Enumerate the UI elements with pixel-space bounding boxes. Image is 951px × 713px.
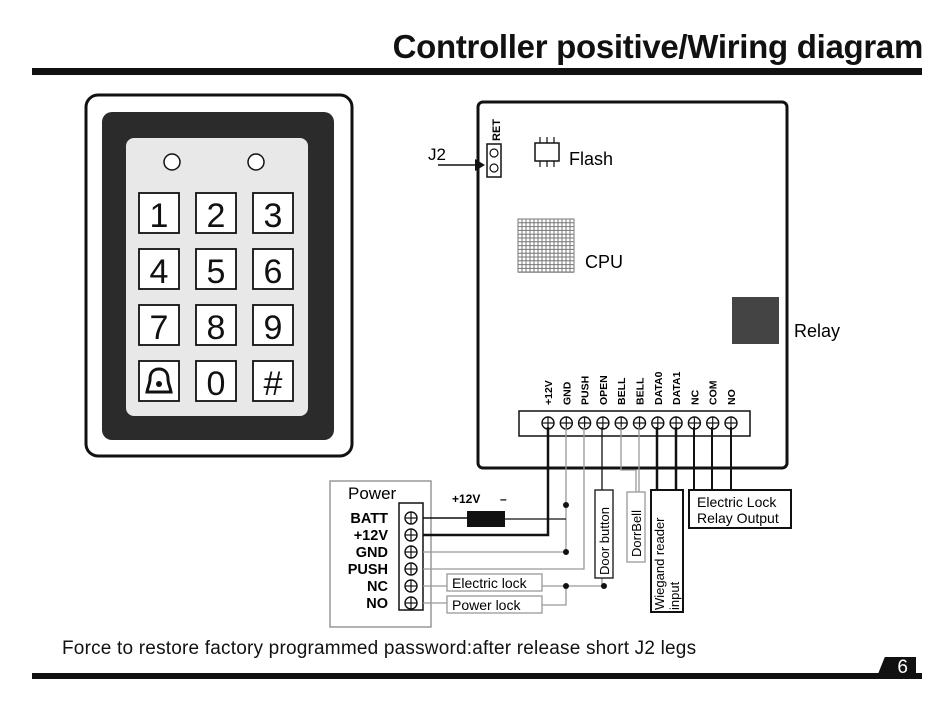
svg-text:2: 2 [207, 197, 226, 235]
svg-text:6: 6 [264, 253, 283, 291]
board-terminal-label: BELL [635, 377, 647, 405]
flash-label: Flash [569, 149, 613, 169]
keypad-key-9: 9 [252, 304, 294, 347]
board-terminal-5: BELL [632, 377, 647, 430]
keypad-key-hash: # [252, 360, 294, 403]
svg-text:7: 7 [150, 309, 169, 347]
board-terminal-4: BELL [614, 377, 628, 430]
board-terminal-label: DATA0 [653, 371, 665, 405]
svg-text:Electric lock: Electric lock [452, 575, 528, 591]
power-terminal-label: +12V [354, 528, 389, 544]
label-door-button: Door button [594, 489, 614, 579]
cpu-chip-icon [517, 218, 575, 273]
label-electric-lock: Electric lock [446, 573, 543, 592]
page-number-badge: 6 [876, 657, 916, 679]
svg-text:input: input [667, 581, 682, 610]
svg-text:9: 9 [264, 309, 283, 347]
svg-text:Electric Lock: Electric Lock [697, 494, 777, 510]
board-terminal-3: OPEN [596, 375, 610, 430]
flash-chip-icon [534, 137, 560, 167]
keypad-key-2: 2 [195, 192, 237, 235]
j2-arrow-icon [475, 159, 485, 171]
minus-label: – [500, 492, 507, 506]
board-terminal-0: +12V [541, 380, 555, 430]
svg-text:#: # [264, 365, 283, 403]
board-terminal-label: BELL [616, 377, 628, 405]
relay-label: Relay [794, 321, 840, 341]
power-terminal-label: PUSH [348, 562, 388, 578]
power-title: Power [348, 484, 397, 503]
svg-text:4: 4 [150, 253, 169, 291]
power-terminal-2: GND [356, 545, 418, 561]
board-terminal-label: COM [708, 380, 720, 405]
plus-12v-label: +12V [452, 492, 480, 506]
board-terminal-label: GND [561, 381, 573, 405]
board-terminal-6: DATA0 [651, 371, 665, 430]
keypad-key-7: 7 [138, 304, 180, 347]
power-terminal-label: GND [356, 545, 388, 561]
board-terminal-9: COM [706, 380, 720, 430]
ret-label: RET [491, 119, 503, 141]
keypad-key-8: 8 [195, 304, 237, 347]
label-relay-output: Electric Lock Relay Output [688, 489, 792, 529]
label-wiegand-reader: Wiegand reader input [650, 489, 684, 613]
svg-text:Power lock: Power lock [452, 597, 521, 613]
wires [423, 427, 732, 606]
relay-component [732, 297, 779, 344]
factory-reset-note: Force to restore factory programmed pass… [62, 638, 697, 659]
power-terminal-label: NO [366, 596, 388, 612]
keypad-key-3: 3 [252, 192, 294, 235]
power-terminal-label: BATT [350, 511, 388, 527]
led-indicator-right [247, 153, 265, 171]
board-terminal-label: NC [689, 389, 701, 405]
bottom-rule [32, 673, 922, 679]
svg-text:DorrBell: DorrBell [629, 510, 644, 557]
svg-text:8: 8 [207, 309, 226, 347]
keypad-key-0: 0 [195, 360, 237, 403]
keypad-key-5: 5 [195, 248, 237, 291]
board-terminal-label: NO [726, 389, 738, 405]
cpu-label: CPU [585, 252, 623, 272]
board-terminal-1: GND [559, 381, 573, 430]
svg-text:Wiegand reader: Wiegand reader [652, 517, 667, 610]
keypad-key-1: 1 [138, 192, 180, 235]
svg-text:Relay Output: Relay Output [697, 510, 779, 526]
keypad-key-4: 4 [138, 248, 180, 291]
led-indicator-left [163, 153, 181, 171]
svg-text:3: 3 [264, 197, 283, 235]
board-terminal-10: NO [724, 389, 738, 430]
keypad-key-6: 6 [252, 248, 294, 291]
svg-text:5: 5 [207, 253, 226, 291]
power-terminal-label: NC [367, 579, 388, 595]
board-terminal-7: DATA1 [669, 371, 683, 430]
keypad-key-bell [138, 360, 180, 402]
power-terminal-0: BATT [350, 511, 418, 527]
j2-label: J2 [428, 145, 446, 164]
board-terminal-label: PUSH [580, 376, 592, 405]
page-number: 6 [897, 657, 908, 678]
label-doorbell: DorrBell [626, 491, 646, 563]
label-power-lock: Power lock [446, 595, 543, 614]
svg-text:0: 0 [207, 365, 226, 403]
board-terminal-label: +12V [543, 380, 555, 405]
svg-text:Door button: Door button [597, 507, 612, 575]
controller-board: J2 RET Flash CPU Relay +12V GND PUSH OPEN BE… [428, 100, 840, 470]
power-terminal-5: NO [366, 596, 418, 612]
power-terminal-1: +12V [354, 528, 418, 544]
board-terminal-2: PUSH [577, 376, 592, 430]
board-terminal-label: OPEN [598, 375, 610, 405]
power-terminal-4: NC [367, 579, 418, 595]
power-terminal-3: PUSH [348, 562, 418, 578]
bell-icon [145, 367, 173, 394]
page-title: Controller positive/Wiring diagram [392, 28, 924, 65]
board-terminal-label: DATA1 [671, 371, 683, 405]
board-terminal-8: NC [687, 389, 701, 430]
top-rule [32, 68, 922, 75]
svg-text:1: 1 [150, 197, 169, 235]
battery-block [467, 511, 505, 527]
